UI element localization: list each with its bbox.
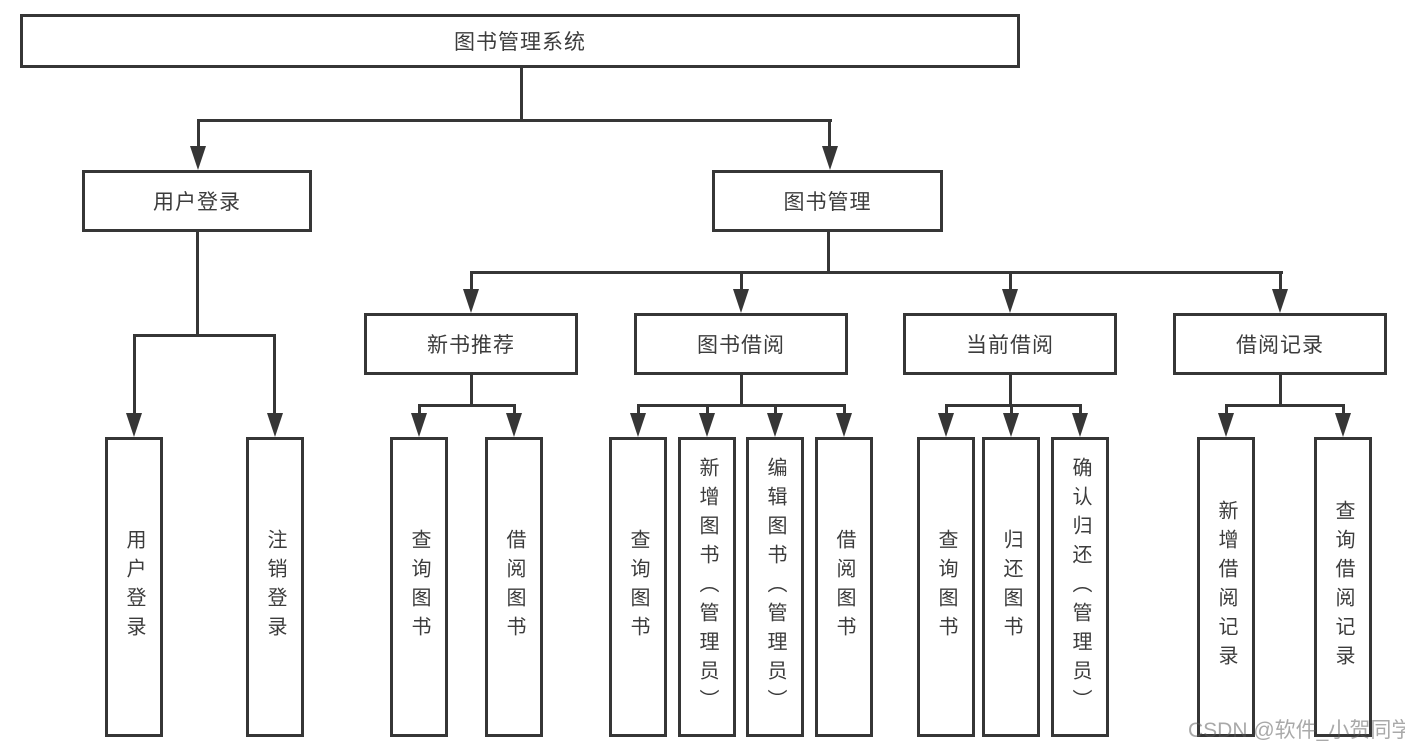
connector-line [637,404,640,416]
leaf-borrow-add-books-admin: 新增图书（管理员） [678,437,736,737]
connector-line [1342,404,1345,416]
connector-line [637,404,846,407]
arrowhead-down-icon [1002,289,1018,313]
leaf-records-add-record: 新增借阅记录 [1197,437,1255,737]
node-root: 图书管理系统 [20,14,1020,68]
node-user-login: 用户登录 [82,170,312,232]
arrowhead-down-icon [1003,413,1019,437]
arrowhead-down-icon [190,146,206,170]
arrowhead-down-icon [733,289,749,313]
arrowhead-down-icon [1072,413,1088,437]
connector-line [1225,404,1228,416]
connector-line [133,334,276,337]
node-borrow-records: 借阅记录 [1173,313,1387,375]
arrowhead-down-icon [463,289,479,313]
connector-line [418,404,421,416]
connector-line [1279,375,1282,406]
connector-line [1009,375,1012,406]
leaf-records-query-record: 查询借阅记录 [1314,437,1372,737]
leaf-logout: 注销登录 [246,437,304,737]
arrowhead-down-icon [267,413,283,437]
leaf-current-query-books: 查询图书 [917,437,975,737]
node-current-borrow: 当前借阅 [903,313,1117,375]
arrowhead-down-icon [630,413,646,437]
leaf-borrow-borrow-books: 借阅图书 [815,437,873,737]
connector-line [1225,404,1345,407]
connector-line [470,271,473,291]
node-book-borrow: 图书借阅 [634,313,848,375]
connector-line [740,271,743,291]
connector-line [470,375,473,406]
connector-line [740,375,743,406]
arrowhead-down-icon [411,413,427,437]
arrowhead-down-icon [126,413,142,437]
arrowhead-down-icon [699,413,715,437]
connector-line [520,68,523,120]
connector-line [945,404,1082,407]
connector-line [945,404,948,416]
connector-line [197,119,200,147]
connector-line [827,232,830,273]
arrowhead-down-icon [1218,413,1234,437]
connector-line [1009,271,1012,291]
connector-line [133,334,136,415]
connector-line [1079,404,1082,416]
connector-line [1279,271,1282,291]
connector-line [418,404,516,407]
connector-line [197,119,832,122]
arrowhead-down-icon [1335,413,1351,437]
node-book-management: 图书管理 [712,170,943,232]
watermark-text: CSDN @软件_小贺同学 [1188,719,1405,742]
connector-line [273,334,276,415]
connector-line [828,119,831,147]
leaf-current-return-books: 归还图书 [982,437,1040,737]
leaf-current-confirm-return-admin: 确认归还（管理员） [1051,437,1109,737]
arrowhead-down-icon [822,146,838,170]
arrowhead-down-icon [767,413,783,437]
leaf-borrow-query-books: 查询图书 [609,437,667,737]
leaf-newbook-query-books: 查询图书 [390,437,448,737]
arrowhead-down-icon [836,413,852,437]
arrowhead-down-icon [938,413,954,437]
arrowhead-down-icon [1272,289,1288,313]
arrowhead-down-icon [506,413,522,437]
node-new-book-recommend: 新书推荐 [364,313,578,375]
connector-line [470,271,1283,274]
leaf-user-login: 用户登录 [105,437,163,737]
connector-line [513,404,516,416]
connector-line [1010,404,1013,416]
leaf-borrow-edit-books-admin: 编辑图书（管理员） [746,437,804,737]
connector-line [843,404,846,416]
connector-line [774,404,777,416]
connector-line [706,404,709,416]
connector-line [196,232,199,336]
leaf-newbook-borrow-books: 借阅图书 [485,437,543,737]
